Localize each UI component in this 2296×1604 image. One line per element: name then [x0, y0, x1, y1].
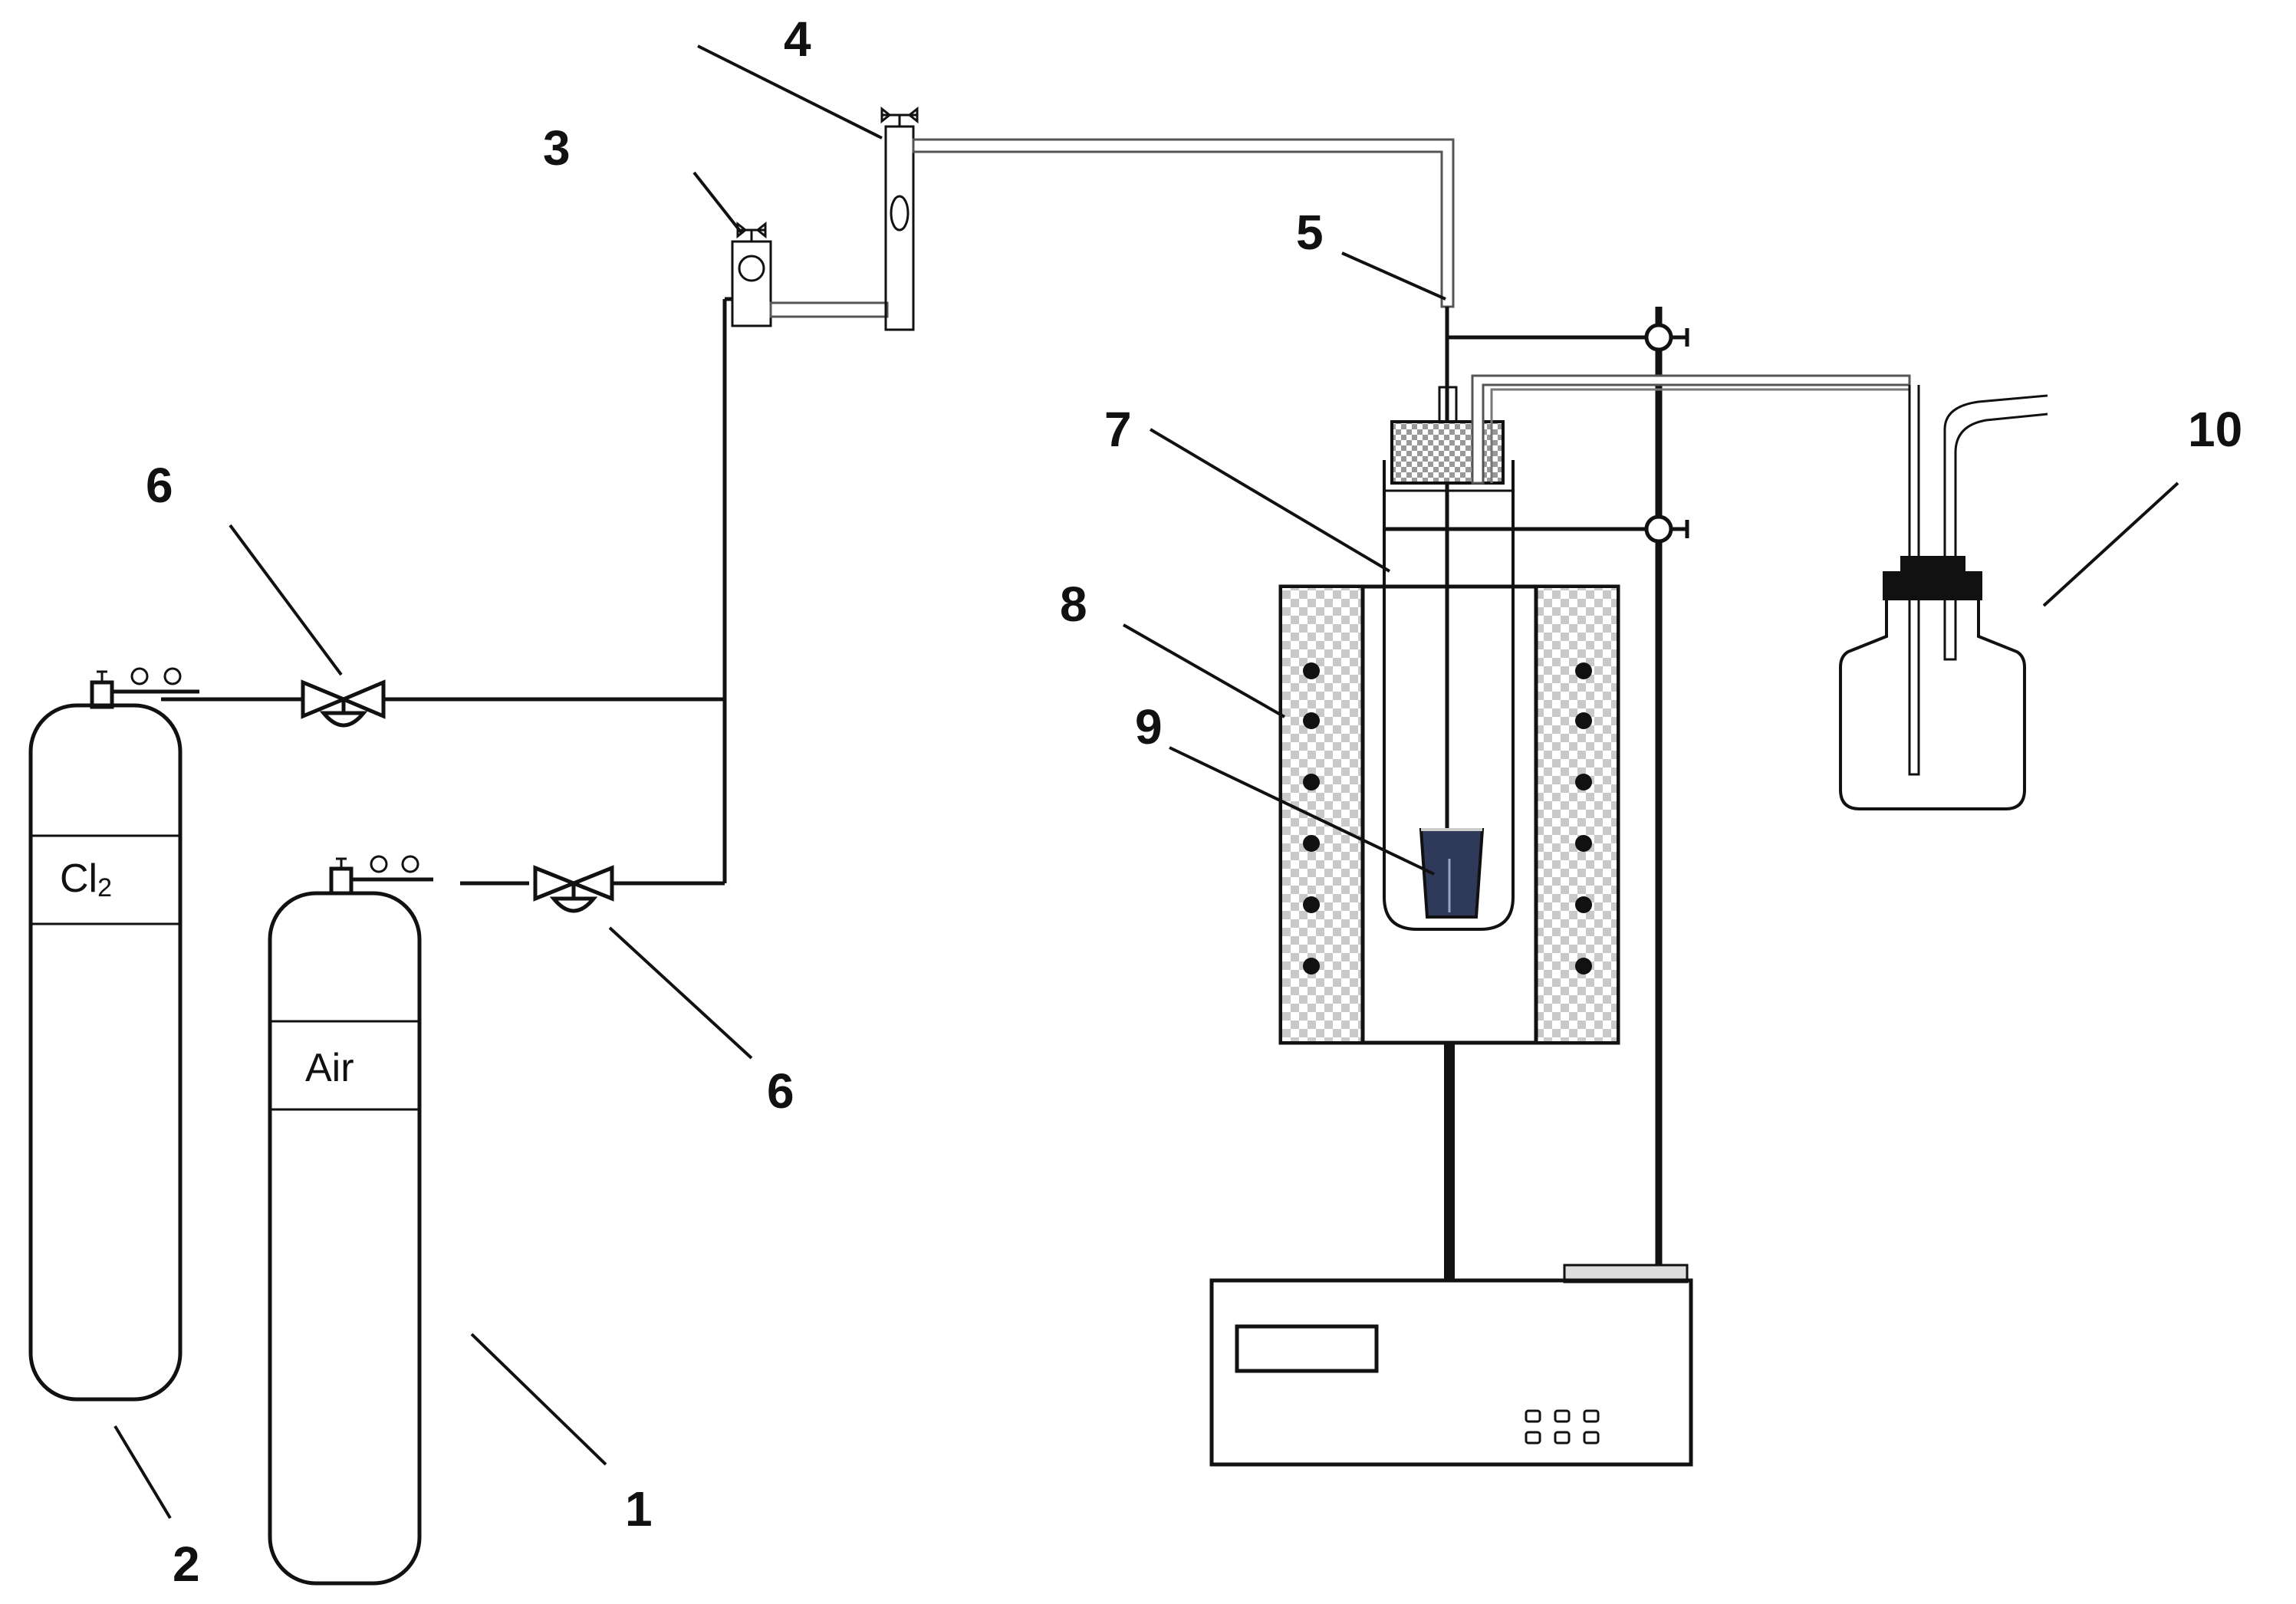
inlet-tube-5	[1438, 307, 1458, 859]
tube-4-to-5	[912, 138, 1455, 308]
label-7: 7	[1104, 402, 1132, 457]
needle-valve-cl2	[301, 679, 386, 728]
furnace-8	[1278, 584, 1620, 1045]
tube-stopper	[1390, 420, 1505, 485]
support-stand	[1384, 307, 1689, 1284]
label-4: 4	[784, 12, 811, 67]
air-cylinder: Air	[268, 891, 422, 1586]
temperature-controller	[1209, 1043, 1693, 1467]
flowmeter-3	[731, 221, 772, 327]
cl2-regulator	[90, 667, 199, 709]
air-label: Air	[305, 1046, 354, 1090]
outlet-tube	[1471, 374, 1911, 485]
crucible-9	[1419, 828, 1485, 919]
label-1: 1	[625, 1481, 653, 1537]
wash-bottle-10	[1839, 385, 2048, 810]
gas-lines	[161, 297, 732, 886]
label-2: 2	[173, 1537, 200, 1592]
label-5: 5	[1296, 205, 1324, 260]
label-6-upper: 6	[146, 458, 173, 513]
label-10: 10	[2188, 402, 2242, 457]
air-regulator	[329, 855, 433, 896]
label-8: 8	[1060, 577, 1087, 632]
cl2-cylinder: Cl2	[28, 703, 183, 1402]
label-3: 3	[543, 120, 571, 176]
label-6-lower: 6	[767, 1063, 794, 1119]
needle-valve-air	[533, 865, 614, 913]
reactor-tube-7	[1383, 460, 1515, 931]
flowmeter-4	[880, 106, 919, 331]
tube-3-to-4	[769, 301, 889, 318]
label-9: 9	[1135, 699, 1163, 754]
cl2-label: Cl2	[60, 856, 112, 902]
leader-lines	[113, 44, 2179, 1520]
